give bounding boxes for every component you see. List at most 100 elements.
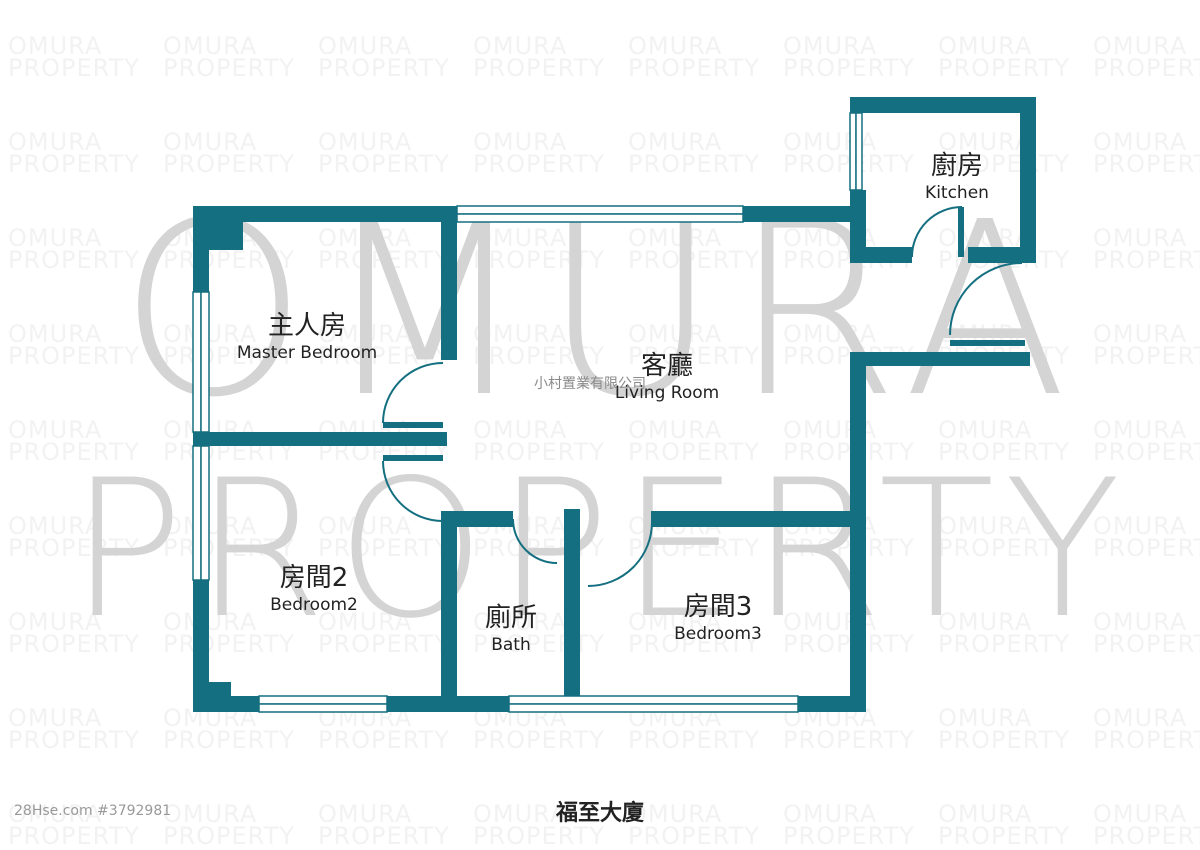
watermark-tile-line2: PROPERTY xyxy=(8,438,140,466)
watermark-tile-line1: OMURA xyxy=(783,800,878,828)
room-name-en: Bath xyxy=(491,635,531,655)
watermark-tile-line1: OMURA xyxy=(473,800,568,828)
watermark-tile-line1: OMURA xyxy=(938,416,1033,444)
watermark-tile-line2: PROPERTY xyxy=(1093,54,1200,82)
watermark-tile-line2: PROPERTY xyxy=(473,438,605,466)
watermark-tile-line1: OMURA xyxy=(1093,224,1188,252)
watermark-tile-line1: OMURA xyxy=(473,32,568,60)
watermark-tile-line1: OMURA xyxy=(783,320,878,348)
room-name-en: Bedroom2 xyxy=(270,595,358,615)
watermark-tile-line2: PROPERTY xyxy=(938,534,1070,562)
watermark-tile-line2: PROPERTY xyxy=(8,534,140,562)
watermark-tile-line2: PROPERTY xyxy=(628,54,760,82)
watermark-tile-line2: PROPERTY xyxy=(1093,342,1200,370)
watermark-tile-line2: PROPERTY xyxy=(938,630,1070,658)
watermark-tile-line1: OMURA xyxy=(163,32,258,60)
watermark-tile-line2: PROPERTY xyxy=(628,246,760,274)
watermark-tile-line1: OMURA xyxy=(8,320,103,348)
room-name-zh: 房間3 xyxy=(683,592,753,622)
room-name-zh: 客廳 xyxy=(640,351,694,381)
room-name-en: Living Room xyxy=(614,383,720,403)
watermark-tile-line1: OMURA xyxy=(473,128,568,156)
watermark-tile-line2: PROPERTY xyxy=(163,822,295,850)
watermark-tile-line2: PROPERTY xyxy=(473,822,605,850)
watermark-tile-line1: OMURA xyxy=(318,800,413,828)
watermark-tile-line1: OMURA xyxy=(8,128,103,156)
watermark-tile-line1: OMURA xyxy=(8,800,103,828)
watermark-tile-line1: OMURA xyxy=(8,704,103,732)
watermark-tile-line1: OMURA xyxy=(1093,704,1188,732)
watermark-tile-line1: OMURA xyxy=(318,512,413,540)
building-name: 福至大廈 xyxy=(555,801,645,826)
watermark-tile-line2: PROPERTY xyxy=(1093,246,1200,274)
watermark-tile-line2: PROPERTY xyxy=(163,246,295,274)
watermark-tile-line2: PROPERTY xyxy=(8,822,140,850)
watermark-tile-line2: PROPERTY xyxy=(938,54,1070,82)
watermark-tile-line2: PROPERTY xyxy=(318,822,450,850)
watermark-tile-line2: PROPERTY xyxy=(163,726,295,754)
watermark-tile-line2: PROPERTY xyxy=(8,54,140,82)
watermark-tile-line2: PROPERTY xyxy=(628,150,760,178)
big-watermark-line1: OMURA xyxy=(118,170,1082,450)
watermark-tile-line2: PROPERTY xyxy=(1093,150,1200,178)
watermark-tile-line1: OMURA xyxy=(318,608,413,636)
watermark-tile-line2: PROPERTY xyxy=(8,630,140,658)
watermark-tile-line2: PROPERTY xyxy=(783,726,915,754)
watermark-tile-line2: PROPERTY xyxy=(8,726,140,754)
watermark-tile-line1: OMURA xyxy=(628,224,723,252)
watermark-tile-line1: OMURA xyxy=(318,32,413,60)
watermark-tile-line2: PROPERTY xyxy=(938,150,1070,178)
big-watermark-line2: PROPERTY xyxy=(69,439,1131,660)
watermark-tile-line1: OMURA xyxy=(1093,512,1188,540)
watermark-tile-line2: PROPERTY xyxy=(783,630,915,658)
watermark-tile-line1: OMURA xyxy=(628,128,723,156)
room-label-living-room: 客廳 Living Room xyxy=(615,350,719,404)
watermark-tile-line2: PROPERTY xyxy=(938,438,1070,466)
watermark-tile-line1: OMURA xyxy=(1093,416,1188,444)
watermark-tile-line2: PROPERTY xyxy=(318,246,450,274)
watermark-tile-line2: PROPERTY xyxy=(473,150,605,178)
watermark-tile-line2: PROPERTY xyxy=(8,150,140,178)
room-name-zh: 廚房 xyxy=(930,151,983,181)
watermark-tile-line1: OMURA xyxy=(628,32,723,60)
watermark-tile-line2: PROPERTY xyxy=(318,726,450,754)
watermark-tile-line1: OMURA xyxy=(938,704,1033,732)
room-label-master-bedroom: 主人房 Master Bedroom xyxy=(237,310,377,364)
watermark-tile-line2: PROPERTY xyxy=(1093,438,1200,466)
watermark-tile-line2: PROPERTY xyxy=(628,342,760,370)
watermark-tile-line2: PROPERTY xyxy=(318,54,450,82)
watermark-tile-line2: PROPERTY xyxy=(318,150,450,178)
watermark-tile-line1: OMURA xyxy=(318,128,413,156)
watermark-tile-line2: PROPERTY xyxy=(318,534,450,562)
agency-name: 小村置業有限公司 xyxy=(534,376,646,392)
watermark-tile-line2: PROPERTY xyxy=(628,726,760,754)
room-name-zh: 房間2 xyxy=(279,563,349,593)
watermark-tile-line2: PROPERTY xyxy=(783,534,915,562)
watermark-tile-line1: OMURA xyxy=(163,608,258,636)
